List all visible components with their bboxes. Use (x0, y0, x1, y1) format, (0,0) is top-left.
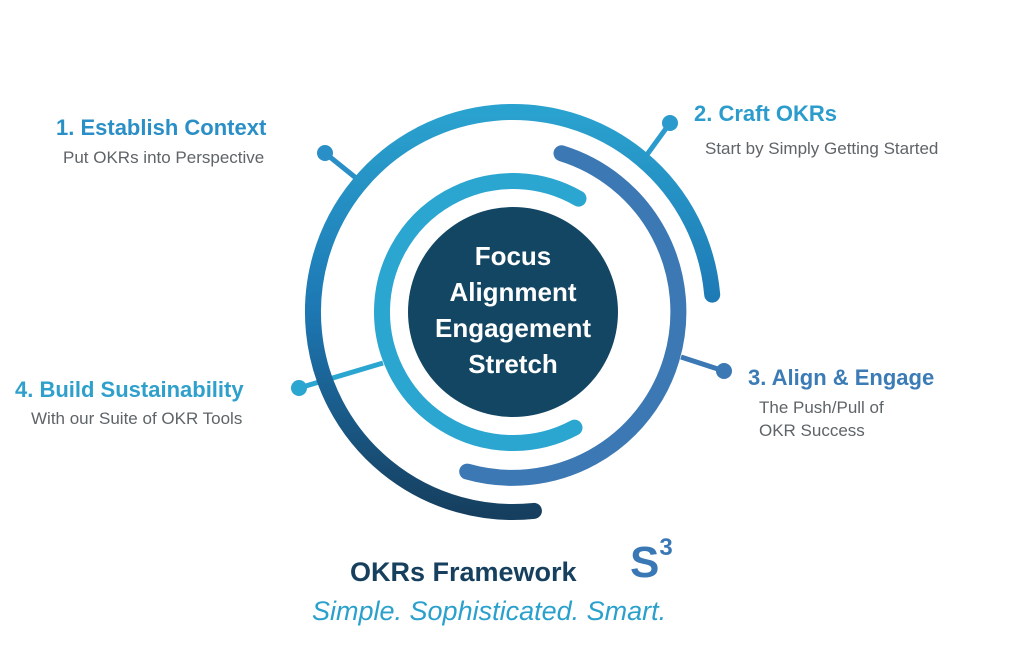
step-3-subtitle-line-1: The Push/Pull of (759, 398, 884, 417)
step-1-title: 1. Establish Context (56, 115, 267, 140)
s3-superscript: 3 (659, 534, 673, 562)
core-circle (408, 207, 618, 417)
core-values: Focus Alignment Engagement Stretch (408, 238, 618, 382)
core-value-stretch: Stretch (468, 349, 558, 379)
step-1-connector-dot (317, 145, 333, 161)
s3-mark: S3 (630, 534, 673, 588)
framework-tagline: Simple. Sophisticated. Smart. (312, 596, 667, 626)
step-4-subtitle: With our Suite of OKR Tools (31, 409, 243, 428)
step-2-title: 2. Craft OKRs (694, 101, 838, 126)
middle-ring-arc (459, 145, 687, 486)
step-4-title: 4. Build Sustainability (15, 377, 244, 402)
step-3-connector-dot (716, 363, 732, 379)
framework-title: OKRs Framework (350, 557, 577, 587)
step-3-subtitle-line-2: OKR Success (759, 421, 865, 440)
core-value-alignment: Alignment (449, 277, 577, 307)
step-1-subtitle: Put OKRs into Perspective (63, 148, 265, 167)
step-4-connector-dot (291, 380, 307, 396)
step-2-connector-dot (662, 115, 678, 131)
step-4-connector-line (298, 360, 384, 391)
core-value-focus: Focus (474, 241, 552, 271)
core-value-engagement: Engagement (434, 313, 592, 343)
outer-ring-arc (304, 104, 721, 520)
step-2-subtitle: Start by Simply Getting Started (705, 139, 939, 158)
step-3-title: 3. Align & Engage (748, 365, 935, 390)
s3-letter: S (630, 538, 660, 587)
inner-ring-arc (374, 173, 587, 452)
